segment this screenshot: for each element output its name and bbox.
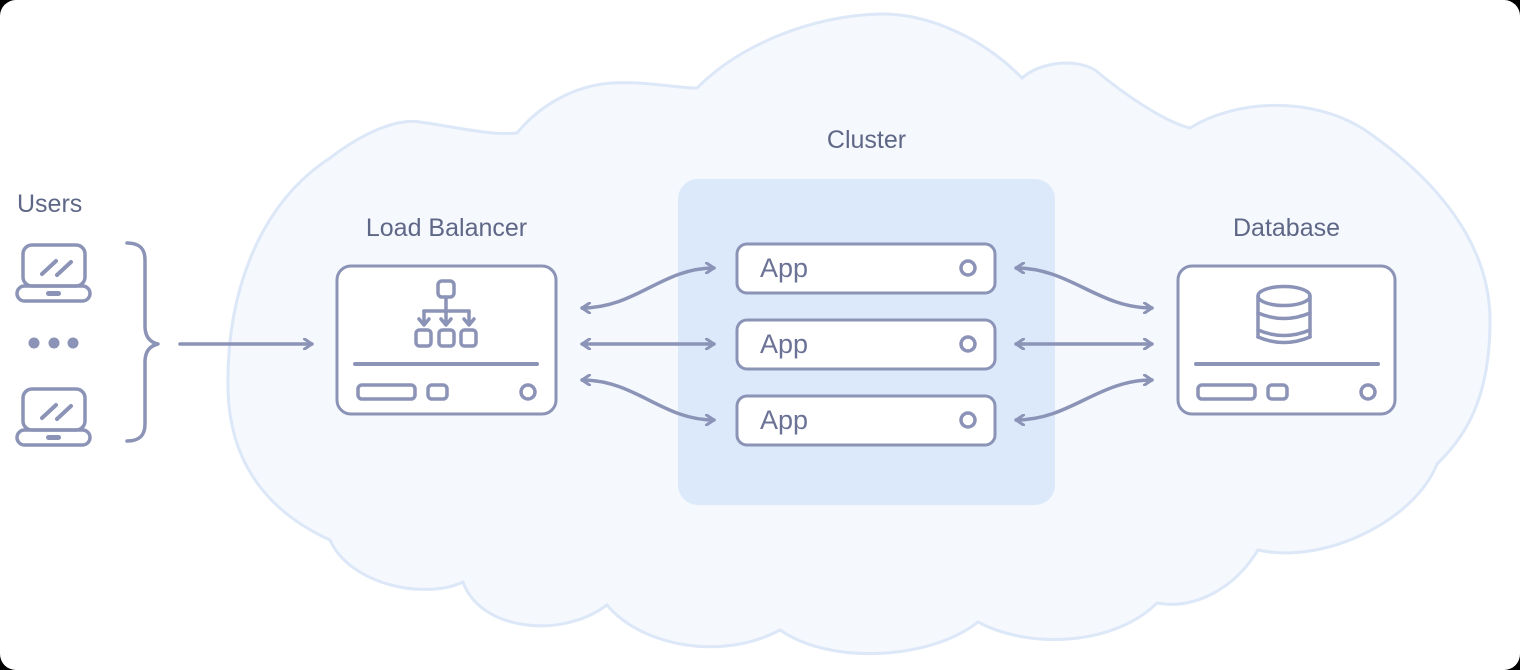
app-label: App — [760, 329, 809, 359]
users-label: Users — [17, 190, 83, 218]
laptop-icon — [15, 243, 92, 303]
server-led-icon — [1359, 383, 1377, 401]
ellipsis-icon — [28, 337, 79, 349]
status-dot-icon — [959, 411, 977, 429]
cluster-label: Cluster — [826, 126, 907, 154]
load-balancer-label: Load Balancer — [365, 214, 528, 242]
app-box-1 — [735, 242, 997, 295]
arrow-app1-db — [1014, 268, 1154, 308]
app-box-2 — [735, 318, 997, 371]
app-box-3 — [735, 394, 997, 447]
database-box — [1176, 264, 1397, 416]
status-dot-icon — [959, 335, 977, 353]
server-slot-icon — [1196, 383, 1257, 401]
status-dot-icon — [959, 259, 977, 277]
brace-icon — [125, 241, 160, 443]
server-slot-icon — [356, 383, 417, 401]
server-button-icon — [426, 383, 449, 401]
database-cylinder-icon — [1256, 284, 1312, 345]
load-balancer-box — [335, 264, 558, 416]
app-label: App — [760, 253, 809, 283]
database-label: Database — [1232, 214, 1341, 242]
app-label: App — [760, 405, 809, 435]
arrow-lb-app-1 — [580, 268, 716, 308]
load-balancer-tree-icon — [414, 279, 478, 348]
laptop-icon — [15, 387, 92, 447]
server-led-icon — [519, 383, 537, 401]
arrow-app3-db — [1014, 380, 1154, 420]
server-button-icon — [1266, 383, 1289, 401]
arrow-lb-app-3 — [580, 380, 716, 420]
